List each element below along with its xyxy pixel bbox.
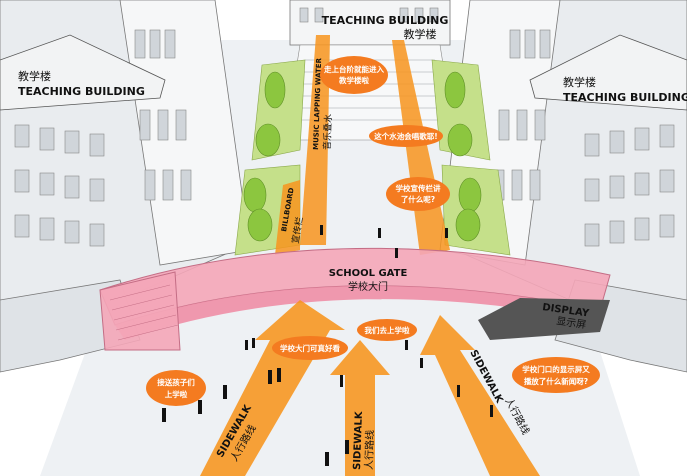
left-teaching-building: [0, 0, 251, 373]
bubble-going-school-line1: 我们去上学啦: [365, 325, 410, 335]
bubble-display-line2: 播放了什么新闻呀?: [524, 376, 588, 386]
bubble-gate-nice-line1: 学校大门可真好看: [280, 343, 340, 353]
bubble-display-line1: 学校门口的显示屏又: [522, 364, 590, 374]
bubble-billboard: 学校宣传栏讲 了什么呢?: [386, 177, 450, 211]
display-cn: 显示屏: [556, 315, 587, 331]
pedestrians: [162, 225, 493, 466]
teaching-right-en: TEACHING BUILDING: [563, 91, 687, 104]
teaching-right-cn: 教学楼: [563, 75, 596, 89]
teaching-left-cn: 教学楼: [18, 69, 51, 83]
gate-en: SCHOOL GATE: [329, 268, 408, 279]
bubble-steps: 走上台阶就能进入 教学楼啦: [320, 56, 388, 94]
path-music-water: [300, 35, 330, 245]
teaching-top-cn: 教学楼: [404, 27, 437, 41]
label-teaching-top: TEACHING BUILDING 教学楼: [322, 14, 449, 41]
bubble-pickup: 接送孩子们 上学啦: [146, 370, 206, 406]
bubble-gate-nice: 学校大门可真好看: [272, 336, 348, 360]
trees: [243, 71, 482, 242]
sidewalk-mid-cn: 人行路线: [362, 430, 376, 470]
bubble-pickup-line2: 上学啦: [165, 389, 188, 399]
bubble-water: 这个水池会唱歌耶!: [369, 125, 443, 147]
bubble-going-school: 我们去上学啦: [357, 319, 417, 341]
teaching-top-en: TEACHING BUILDING: [322, 14, 449, 27]
label-teaching-right: 教学楼 TEACHING BUILDING: [563, 75, 687, 104]
music-water-en: MUSIC LAPPING WATER: [312, 57, 323, 150]
label-teaching-left: 教学楼 TEACHING BUILDING: [18, 69, 145, 98]
bubble-display: 学校门口的显示屏又 播放了什么新闻呀?: [512, 357, 600, 393]
bubble-water-line1: 这个水池会唱歌耶!: [374, 131, 437, 141]
bubble-steps-line2: 教学楼啦: [338, 75, 369, 85]
school-gate: [99, 247, 611, 351]
bubble-billboard-line1: 学校宣传栏讲: [396, 183, 441, 193]
sidewalk-right-arrow: [420, 315, 540, 476]
path-billboard: [275, 180, 300, 255]
bubble-billboard-line2: 了什么呢?: [401, 194, 435, 204]
sidewalk-mid-en: SIDEWALK: [352, 410, 365, 470]
teaching-left-en: TEACHING BUILDING: [18, 85, 145, 98]
bubble-steps-line1: 走上台阶就能进入: [324, 64, 384, 74]
music-water-cn: 音乐叠水: [321, 114, 334, 150]
display-screen: [478, 298, 610, 340]
bubble-pickup-line1: 接送孩子们: [157, 377, 195, 387]
gate-cn: 学校大门: [348, 280, 388, 293]
